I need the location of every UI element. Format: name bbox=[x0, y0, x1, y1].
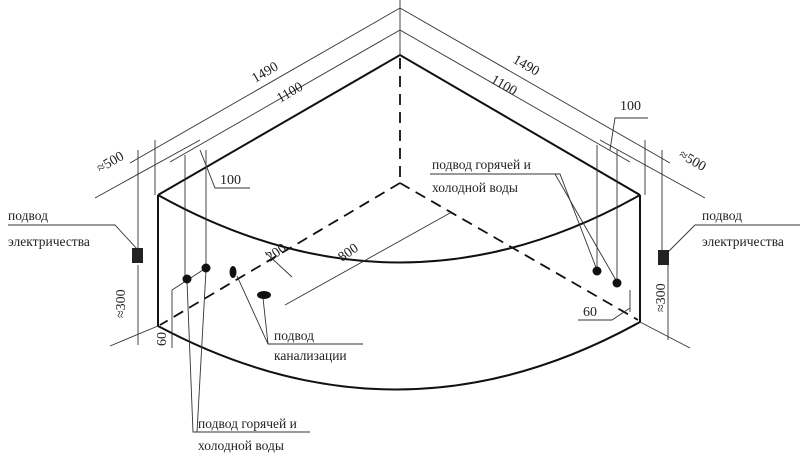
drain-outlet-icon bbox=[257, 291, 271, 299]
label-electric-left-2: электричества bbox=[8, 234, 90, 249]
label-electric-right-2: электричества bbox=[702, 234, 784, 249]
dim-1490-right: 1490 bbox=[510, 52, 542, 79]
label-water-right-1: подвод горячей и bbox=[432, 157, 531, 172]
dim-60-right: 60 bbox=[583, 305, 597, 320]
water-pipe-left-1-icon bbox=[182, 274, 192, 284]
label-electric-right-1: подвод bbox=[702, 208, 742, 223]
water-pipe-right-1-icon bbox=[592, 266, 602, 276]
tub-outline bbox=[157, 53, 641, 391]
dim-300-left: ≈300 bbox=[114, 289, 129, 318]
dim-60-left: 60 bbox=[155, 332, 170, 346]
dim-100-left: 100 bbox=[220, 173, 241, 188]
dim-1490-left: 1490 bbox=[250, 59, 282, 86]
water-pipe-left-2-icon bbox=[201, 263, 211, 273]
label-electric-left-1: подвод bbox=[8, 208, 48, 223]
hidden-right-floor-edge bbox=[399, 182, 639, 321]
water-pipe-right-2-icon bbox=[612, 278, 622, 288]
tub-front-bottom-curve bbox=[157, 321, 641, 391]
tub-front-top-curve bbox=[157, 194, 641, 264]
drain-overflow-icon bbox=[229, 266, 237, 278]
label-water-left-1: подвод горячей и bbox=[198, 416, 297, 431]
dim-1100-left: 1100 bbox=[275, 80, 306, 107]
dim-500-right: ≈500 bbox=[676, 147, 708, 174]
label-water-right-2: холодной воды bbox=[432, 180, 518, 195]
dimension-lines bbox=[94, 0, 706, 349]
dim-1100-right: 1100 bbox=[488, 72, 519, 99]
leader-lines bbox=[8, 173, 800, 433]
electric-socket-right-icon bbox=[658, 250, 669, 265]
label-drain-1: подвод bbox=[274, 328, 314, 343]
dim-300-right: ≈300 bbox=[654, 283, 669, 312]
dim-100-right: 100 bbox=[620, 99, 641, 114]
hidden-left-floor-edge bbox=[159, 182, 401, 326]
fittings bbox=[132, 248, 669, 299]
label-drain-2: канализации bbox=[274, 348, 347, 363]
electric-socket-left-icon bbox=[132, 248, 143, 263]
dim-800: 800 bbox=[336, 241, 362, 265]
label-water-left-2: холодной воды bbox=[198, 438, 284, 453]
dim-500-left: ≈500 bbox=[95, 149, 127, 176]
